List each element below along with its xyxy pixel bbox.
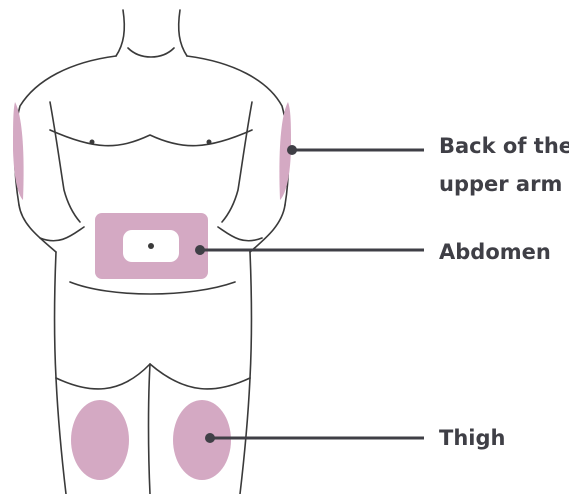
left-hip: [55, 252, 57, 378]
site-upper-arm-left: [13, 102, 24, 200]
leader-dot-arm: [287, 145, 297, 155]
right-arm-back: [250, 205, 285, 252]
right-inner-arm: [222, 102, 252, 222]
crotch-line: [149, 364, 151, 494]
navel: [148, 243, 154, 249]
label-thigh: Thigh: [439, 422, 505, 454]
site-thigh-right: [173, 400, 231, 480]
left-groin: [56, 364, 150, 389]
leader-dot-thigh: [205, 433, 215, 443]
label-back-of-upper-arm-line1: Back of the: [439, 130, 569, 162]
collarbone-curve: [128, 48, 174, 57]
left-hand-curve: [40, 227, 84, 241]
right-leg-outer: [240, 378, 250, 494]
waistline: [70, 282, 235, 294]
neck-right-line: [179, 10, 187, 56]
leader-lines: [195, 145, 424, 443]
neck-left-line: [116, 10, 124, 56]
label-abdomen: Abdomen: [439, 236, 551, 268]
left-nipple: [90, 140, 95, 145]
label-back-of-upper-arm-line2: upper arm: [439, 168, 562, 200]
right-shoulder-arm: [187, 56, 288, 205]
site-thigh-left: [71, 400, 129, 480]
right-hand-curve: [218, 227, 262, 241]
left-inner-arm: [50, 102, 80, 222]
left-leg-outer: [56, 378, 66, 494]
right-nipple: [207, 140, 212, 145]
right-hip: [250, 252, 252, 378]
left-shoulder-arm: [15, 56, 116, 205]
chest-line: [50, 130, 252, 146]
right-groin: [150, 364, 250, 389]
left-arm-back: [19, 205, 56, 252]
leader-dot-abdomen: [195, 245, 205, 255]
